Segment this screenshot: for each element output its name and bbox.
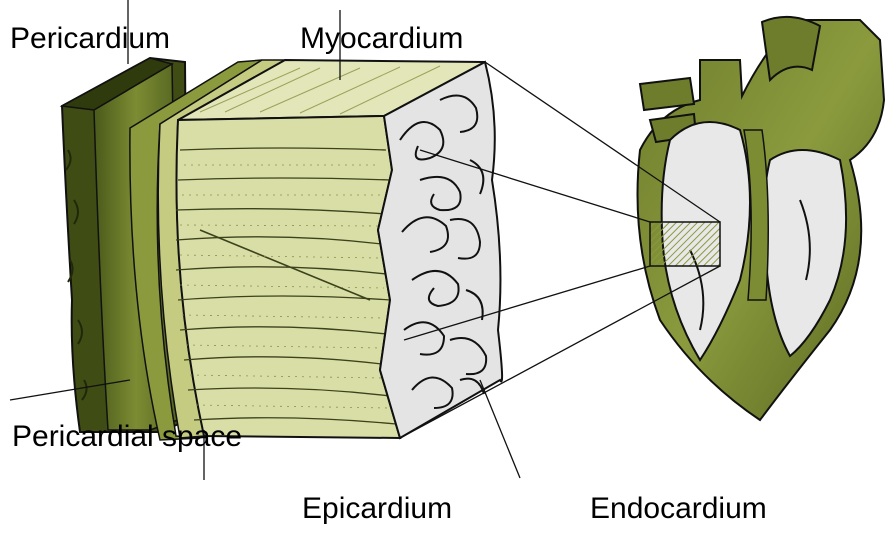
heart-illustration — [638, 17, 885, 420]
detail-region-box — [650, 222, 720, 266]
label-endocardium: Endocardium — [590, 494, 767, 524]
myocardium-front — [176, 116, 400, 438]
endocardium-layer — [378, 62, 502, 438]
label-pericardial-space: Pericardial space — [12, 422, 242, 452]
label-myocardium: Myocardium — [300, 24, 463, 54]
label-epicardium: Epicardium — [302, 494, 452, 524]
label-pericardium: Pericardium — [10, 24, 170, 54]
